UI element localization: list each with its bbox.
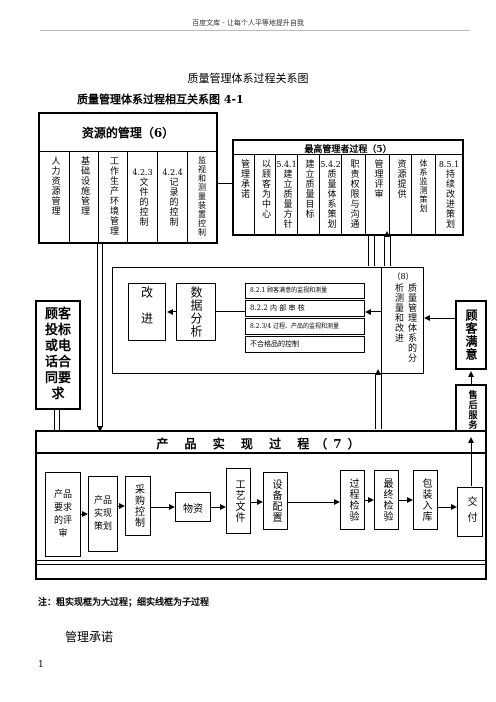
flow-arrow <box>151 507 173 508</box>
arrow-right-icon <box>451 504 457 510</box>
product-step: 包装入库 <box>413 470 438 530</box>
arrow-to-improve <box>167 309 173 315</box>
figure-note: 注：粗实现框为大过程；细实线框为子过程 <box>38 598 210 608</box>
resource-cell: 人力资源管理 <box>40 152 70 242</box>
product-bottom-line <box>37 564 485 565</box>
arrow-down-icon <box>97 426 103 432</box>
after-sales-label: 售后服务 <box>466 390 477 430</box>
satisfaction-analysis-link <box>428 318 455 319</box>
product-title: 产 品 实 现 过 程（7） <box>156 437 366 451</box>
customer-request-box: 顾客投标或电话合同要求 <box>35 300 81 410</box>
resource-title: 资源的管理（6） <box>81 126 175 140</box>
management-title: 最高管理者过程（5） <box>304 145 392 155</box>
arrow-up-icon <box>468 371 474 377</box>
resource-cell: 监视和测量装置控制 <box>197 156 207 237</box>
arrow-from-right <box>365 309 371 315</box>
product-step: 交付 <box>457 487 483 537</box>
analysis-right-text: 质量管理体系的分析测量和改进 <box>393 283 416 363</box>
delivery-after-sales-link <box>471 442 472 486</box>
product-step: 设备配置 <box>263 472 288 530</box>
resource-cell: 基础设施管理 <box>70 152 99 242</box>
management-cell: 体系监测策划 <box>412 155 436 234</box>
analysis-item: 8.2.3/4 过程、产品的监视和测量 <box>245 318 365 335</box>
arrow-product-to-analysis <box>375 374 382 429</box>
figure-title: 质量管理体系过程相互关系图 4-1 <box>77 93 244 106</box>
product-step: 采购控制 <box>125 476 151 536</box>
product-step: 产品实现策划 <box>88 476 118 552</box>
arrow-right-icon <box>220 504 226 510</box>
product-step: 工艺文件 <box>226 468 251 534</box>
flow-arrow <box>211 507 224 508</box>
management-cell: 以顾客为中心 <box>255 155 276 234</box>
product-step: 物资 <box>175 492 211 522</box>
management-cell: 职责权限与沟通 <box>342 155 366 234</box>
analysis-right-divider <box>381 268 382 373</box>
product-title-rule <box>37 452 485 454</box>
improve-box: 改进 <box>128 283 166 341</box>
section-heading: 管理承诺 <box>65 630 114 644</box>
management-cell: 资源提供 <box>390 155 412 234</box>
customer-satisfaction-label: 顾客满意 <box>464 309 478 361</box>
product-realization-box: 产 品 实 现 过 程（7） 产品要求的评审 产品实现策划 采购控制 物资 工艺… <box>35 430 487 580</box>
page-number: 1 <box>38 660 44 670</box>
data-analysis-box: 数据分析 <box>176 283 216 341</box>
customer-satisfaction-box: 顾客满意 <box>455 300 487 370</box>
management-cell: 管理评审 <box>366 155 390 234</box>
analysis-item: 8.2.1 顾客满意的监视和测量 <box>245 283 365 299</box>
resource-management-link <box>218 183 232 184</box>
resource-cell: 工作生产环境管理 <box>99 152 128 242</box>
arrow-up-icon <box>375 369 381 375</box>
analysis-box: 改进 数据分析 8.2.1 顾客满意的监视和测量 8.2.2 内 部 审 核 8… <box>112 267 424 374</box>
data-analysis-label: 数据分析 <box>189 286 203 338</box>
arrow-right-icon <box>257 499 263 505</box>
arrow-right-icon <box>334 499 340 505</box>
improve-label: 改进 <box>139 286 154 338</box>
flow-arrow <box>288 502 338 503</box>
header-rule <box>40 30 470 31</box>
arrow-analysis-to-management <box>384 236 391 266</box>
product-step: 过程检验 <box>340 470 365 530</box>
arrow-customer-to-product <box>54 410 60 430</box>
arrow-resource-to-product <box>97 244 103 427</box>
after-sales-satisfaction-link <box>471 376 472 384</box>
analysis-item: 8.2.2 内 部 审 核 <box>245 300 365 317</box>
data-items-link <box>216 311 245 312</box>
arrow-right-icon <box>407 497 413 503</box>
arrow-right-icon <box>368 497 374 503</box>
doc-title: 质量管理体系过程关系图 <box>187 72 309 85</box>
items-right-link <box>369 311 381 312</box>
management-cell: 建立质量目标 <box>298 155 320 234</box>
arrow-management-to-analysis <box>368 236 375 266</box>
after-sales-box: 售后服务 <box>455 384 487 436</box>
flow-arrow <box>438 507 455 508</box>
management-cell: 管理承诺 <box>234 155 255 234</box>
improve-data-link <box>171 311 176 312</box>
arrow-up-icon <box>384 231 390 237</box>
arrow-right-icon <box>169 504 175 510</box>
flow-arrow <box>399 500 411 501</box>
product-bottom-line <box>37 560 485 561</box>
arrow-right-icon <box>82 511 88 517</box>
arrow-up-icon <box>468 437 474 443</box>
analysis-item: 不合格品的控制 <box>245 336 365 353</box>
arrow-to-analysis <box>424 315 430 321</box>
product-step: 最终检验 <box>374 470 399 530</box>
product-step: 产品要求的评审 <box>45 472 81 557</box>
analysis-right-number: （8） <box>392 272 414 281</box>
flow-arrow <box>251 502 261 503</box>
arrow-right-icon <box>119 503 125 509</box>
page-header: 百度文库 - 让每个人平等地提升自我 <box>192 19 304 27</box>
customer-request-label: 顾客投标或电话合同要求 <box>44 307 71 402</box>
